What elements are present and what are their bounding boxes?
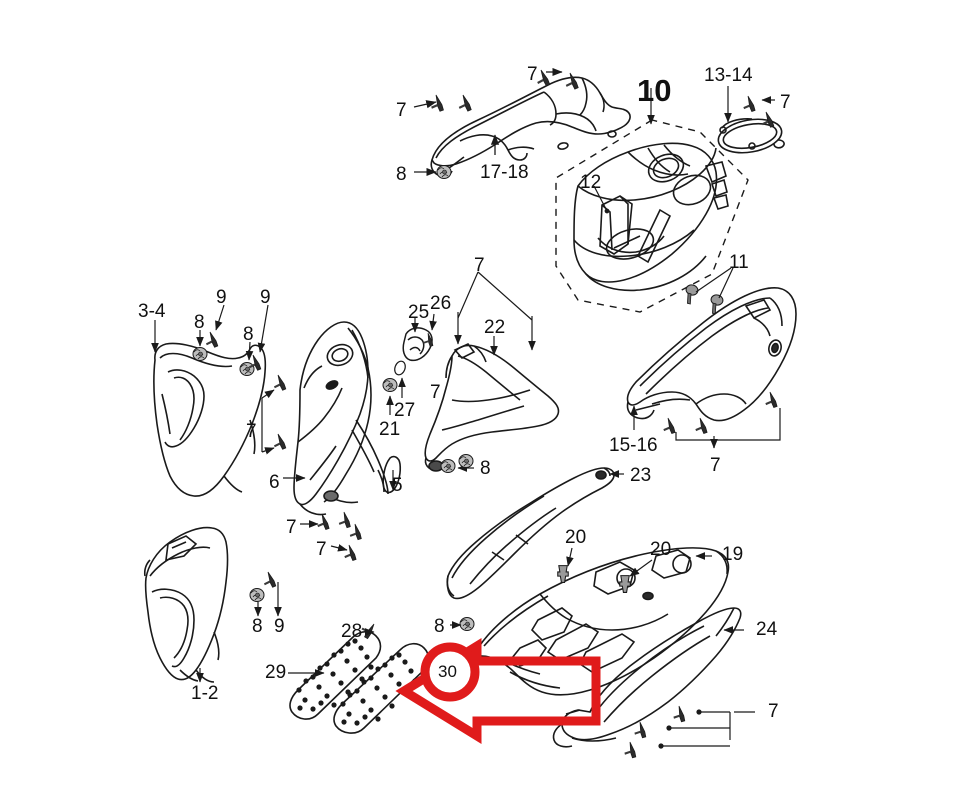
part-grab-rail-17-18 bbox=[430, 76, 631, 178]
callout-label-9-b: 9 bbox=[260, 287, 271, 308]
callout-label-8-a: 8 bbox=[396, 164, 407, 185]
leaders-box bbox=[593, 88, 734, 299]
callout-label-19: 19 bbox=[722, 544, 744, 565]
hardware-6-group bbox=[272, 360, 406, 564]
hardware-3-4-group bbox=[192, 331, 266, 376]
callout-label-1-2: 1-2 bbox=[191, 683, 219, 704]
callout-label-7-f: 7 bbox=[316, 539, 327, 560]
callout-label-13-14: 13-14 bbox=[704, 65, 753, 86]
leaders-6 bbox=[261, 377, 406, 552]
callout-label-8-f: 8 bbox=[252, 616, 263, 637]
callout-label-22: 22 bbox=[484, 317, 506, 338]
part-screw-26 bbox=[421, 332, 438, 349]
callout-label-27: 27 bbox=[394, 400, 416, 421]
part-inner-leg-shield-22 bbox=[424, 343, 560, 472]
hardware-1-2-group bbox=[249, 571, 281, 602]
leaders-1-2 bbox=[196, 582, 282, 683]
callout-label-7-g: 7 bbox=[474, 255, 485, 276]
callout-label-3-4: 3-4 bbox=[138, 301, 166, 322]
hardware-8-center bbox=[458, 454, 475, 631]
part-oval-cover-13-14 bbox=[717, 118, 785, 154]
callout-label-25: 25 bbox=[408, 302, 430, 323]
hardware-22 bbox=[440, 459, 456, 473]
part-front-upper-cover-3-4 bbox=[153, 342, 267, 497]
callout-label-21: 21 bbox=[379, 419, 401, 440]
part-rear-side-cover-15-16 bbox=[626, 287, 797, 422]
callout-label-11: 11 bbox=[729, 252, 749, 273]
callout-label-7-j: 7 bbox=[768, 701, 779, 722]
callout-label-7-e: 7 bbox=[286, 517, 297, 538]
callout-label-9-c: 9 bbox=[274, 616, 285, 637]
leaders-24-7 bbox=[658, 626, 755, 749]
part-lower-skirt-24 bbox=[552, 607, 742, 748]
callout-label-6: 6 bbox=[269, 472, 280, 493]
callout-label-10: 10 bbox=[637, 73, 672, 108]
callout-label-8-e: 8 bbox=[434, 616, 445, 637]
part-leg-shield-side-6 bbox=[293, 321, 389, 516]
callout-label-23: 23 bbox=[630, 465, 652, 486]
hardware-24-screws bbox=[622, 705, 691, 761]
part-lock-cover-25 bbox=[402, 327, 433, 362]
callout-label-7-i: 7 bbox=[710, 455, 721, 476]
callout-label-20-b: 20 bbox=[650, 539, 672, 560]
callout-label-17-18: 17-18 bbox=[480, 162, 529, 183]
callout-label-7-a: 7 bbox=[396, 100, 407, 121]
part-floor-panel-19 bbox=[475, 547, 730, 696]
callout-label-20-a: 20 bbox=[565, 527, 587, 548]
leaders-13-14 bbox=[724, 86, 775, 123]
callout-label-28: 28 bbox=[341, 621, 363, 642]
highlight-arrow-annotation bbox=[395, 637, 601, 745]
part-front-lower-cover-1-2 bbox=[143, 526, 229, 683]
callout-label-7-b: 7 bbox=[527, 64, 538, 85]
callout-label-8-b: 8 bbox=[194, 312, 205, 333]
callout-label-24: 24 bbox=[756, 619, 778, 640]
hardware-box-bolts-11 bbox=[685, 284, 724, 315]
callout-label-7-h: 7 bbox=[430, 382, 441, 403]
callout-label-26: 26 bbox=[430, 293, 452, 314]
leaders-15-16 bbox=[630, 405, 781, 449]
leaders-3-4 bbox=[151, 304, 269, 361]
leaders-28-29 bbox=[288, 628, 375, 677]
callout-label-30-highlighted: 30 bbox=[438, 662, 457, 681]
callout-label-5: 5 bbox=[392, 475, 403, 496]
callout-label-15-16: 15-16 bbox=[609, 435, 658, 456]
callout-label-7-d: 7 bbox=[246, 421, 257, 442]
leaders-22 bbox=[454, 271, 536, 472]
leaders-19-20 bbox=[566, 547, 712, 577]
leaders-grab-rail bbox=[413, 67, 563, 177]
callout-label-9-a: 9 bbox=[216, 287, 227, 308]
part-luggage-box-12 bbox=[573, 142, 729, 292]
part-trim-strip-23 bbox=[446, 467, 615, 600]
callout-label-12: 12 bbox=[580, 172, 602, 193]
callout-label-8-d: 8 bbox=[480, 458, 491, 479]
assembly-envelope-10 bbox=[555, 119, 749, 313]
leaders-25-26 bbox=[411, 313, 437, 333]
callout-label-8-c: 8 bbox=[243, 324, 254, 345]
callout-label-7-c: 7 bbox=[780, 92, 791, 113]
callout-label-29: 29 bbox=[265, 662, 287, 683]
